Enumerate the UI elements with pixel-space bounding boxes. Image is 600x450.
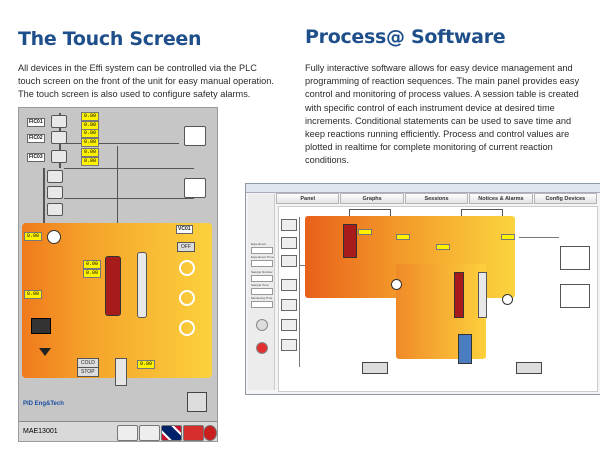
process-value — [396, 234, 410, 240]
vc01-tag: VC01 — [176, 225, 193, 234]
pump-icon[interactable] — [281, 339, 297, 351]
mass-flow-controller-icon[interactable] — [51, 115, 67, 128]
valve-wheel-icon[interactable] — [179, 320, 195, 336]
experiment-name-field[interactable] — [251, 247, 273, 254]
software-heading: Process@ Software — [305, 26, 506, 48]
fic02-value: 0.00 — [81, 138, 100, 147]
pipe — [299, 217, 300, 367]
balance-icon[interactable] — [362, 362, 388, 374]
reactor-icon[interactable] — [105, 256, 121, 316]
fic03-tag: FIC03 — [27, 153, 45, 162]
process-value — [358, 229, 372, 235]
condenser-icon[interactable] — [184, 178, 206, 198]
process-value — [436, 244, 450, 250]
liquid-level: 0.00 — [137, 360, 156, 369]
reactor-photo — [31, 318, 51, 334]
tab-config-devices[interactable]: Config Devices — [533, 193, 598, 204]
play-icon[interactable] — [256, 319, 268, 331]
pump-icon[interactable] — [47, 170, 63, 183]
inlet-pressure: 0.00 — [24, 290, 43, 299]
mass-flow-controller-icon[interactable] — [281, 237, 297, 249]
vc01-off-button[interactable]: OFF — [177, 242, 195, 252]
fic01-tag: FIC01 — [27, 118, 45, 127]
sidebar-label: Sample Time — [251, 283, 269, 287]
pipe — [117, 146, 118, 241]
fic03-value: 0.00 — [81, 157, 100, 166]
sample-time-field[interactable] — [251, 288, 273, 295]
logo: PID Eng&Tech — [23, 401, 64, 407]
experiment-time-field[interactable] — [251, 260, 273, 267]
touch-screen-description: All devices in the Effi system can be co… — [18, 63, 274, 100]
language-flag-icon[interactable] — [161, 425, 182, 441]
preheater-icon[interactable] — [137, 252, 147, 318]
pipe — [59, 143, 179, 144]
hot-box-zone — [396, 264, 486, 359]
pump-icon[interactable] — [281, 279, 297, 291]
mass-flow-controller-icon[interactable] — [51, 150, 67, 163]
pump-icon[interactable] — [47, 186, 63, 199]
valve-icon[interactable] — [39, 348, 51, 356]
pump-icon[interactable] — [281, 299, 297, 311]
touch-screen-panel: FIC01 0.00 0.00 FIC02 0.00 0.00 FIC03 0.… — [18, 107, 218, 442]
tab-sessions[interactable]: Sessions — [404, 193, 469, 204]
fic01-setpoint[interactable]: 0.00 — [81, 112, 100, 121]
pump-icon[interactable] — [281, 319, 297, 331]
valve-wheel-icon[interactable] — [179, 290, 195, 306]
trend-button[interactable] — [117, 425, 138, 441]
fic02-tag: FIC02 — [27, 134, 45, 143]
sidebar-label: Sample Number — [251, 270, 273, 274]
right-device-box[interactable] — [560, 246, 590, 270]
fic03-setpoint[interactable]: 0.00 — [81, 148, 100, 157]
process-software-window: Panel Graphs Sessions Notices & Alarms C… — [245, 183, 600, 395]
reactor-icon[interactable] — [454, 272, 464, 318]
balance-icon[interactable] — [187, 392, 207, 412]
pipe — [64, 168, 194, 169]
mass-flow-controller-icon[interactable] — [281, 255, 297, 267]
pipe — [519, 237, 559, 238]
right-device-box[interactable] — [560, 284, 590, 308]
valve-wheel-icon[interactable] — [179, 260, 195, 276]
inlet-temperature: 0.00 — [24, 232, 43, 241]
monitoring-time-field[interactable] — [251, 301, 273, 308]
balance-icon[interactable] — [516, 362, 542, 374]
touch-screen-heading: The Touch Screen — [18, 28, 202, 50]
pipe — [64, 198, 194, 199]
tab-graphs[interactable]: Graphs — [340, 193, 404, 204]
tab-notices-alarms[interactable]: Notices & Alarms — [469, 193, 533, 204]
sample-number-field[interactable] — [251, 275, 273, 282]
gas-liquid-separator-icon[interactable] — [184, 126, 206, 146]
pressure-gauge-icon — [47, 230, 61, 244]
alarm-icon[interactable] — [183, 425, 204, 441]
unit-id: MAE13001 — [23, 428, 58, 435]
mass-flow-controller-icon[interactable] — [51, 131, 67, 144]
touch-screen-toolbar: MAE13001 — [19, 421, 217, 441]
pump-icon[interactable] — [47, 203, 63, 216]
fic02-setpoint[interactable]: 0.00 — [81, 129, 100, 138]
sidebar-label: Experiment Time — [251, 255, 274, 259]
stop-icon[interactable] — [256, 342, 268, 354]
software-description: Fully interactive software allows for ea… — [305, 63, 580, 166]
stop-button[interactable]: STOP — [77, 367, 99, 377]
valve-wheel-icon[interactable] — [502, 294, 513, 305]
reactor-setpoint[interactable]: 0.00 — [83, 269, 102, 278]
valve-wheel-icon[interactable] — [391, 279, 402, 290]
reactor-icon[interactable] — [343, 224, 357, 258]
software-tabs: Panel Graphs Sessions Notices & Alarms C… — [276, 193, 598, 204]
reactor-temperature: 0.00 — [83, 260, 102, 269]
tab-panel[interactable]: Panel — [276, 193, 340, 204]
power-icon[interactable] — [203, 425, 217, 441]
separator-icon[interactable] — [115, 358, 127, 386]
software-sidebar: Experiment Name Experiment Time Sample N… — [248, 194, 275, 390]
screen-button[interactable] — [139, 425, 160, 441]
sidebar-label: Monitoring Time — [251, 296, 273, 300]
process-value — [501, 234, 515, 240]
mass-flow-controller-icon[interactable] — [281, 219, 297, 231]
window-titlebar — [246, 184, 600, 193]
separator-icon[interactable] — [458, 334, 472, 364]
preheater-icon[interactable] — [478, 272, 487, 318]
